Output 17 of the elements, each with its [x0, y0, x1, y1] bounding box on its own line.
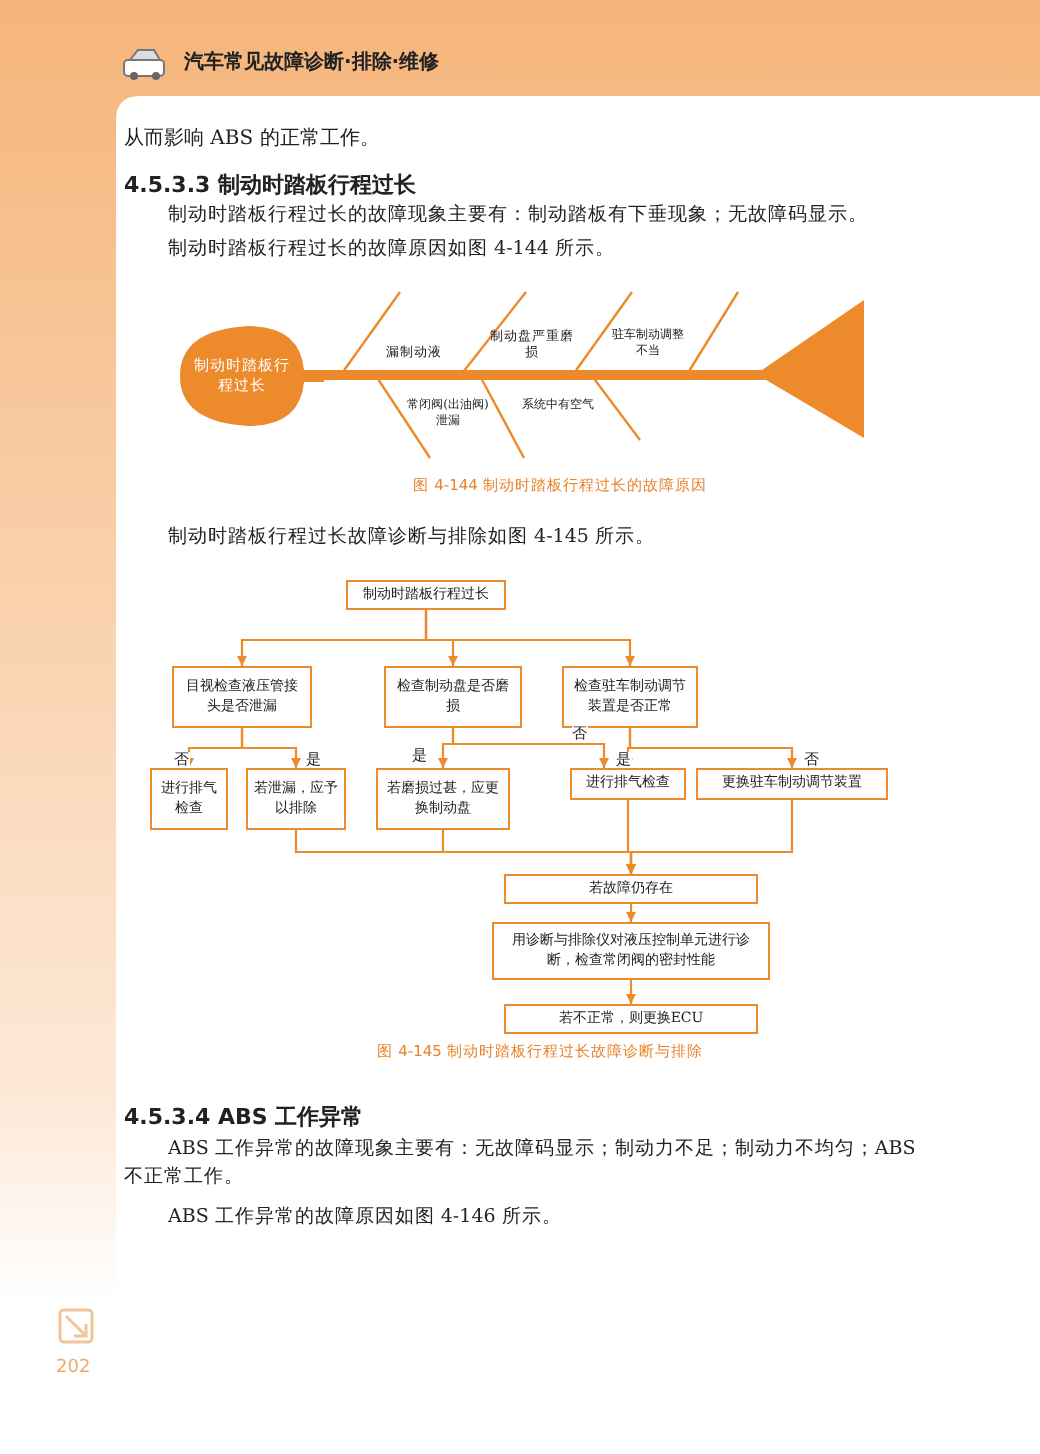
arrow — [424, 610, 635, 666]
section-heading: 4.5.3.4 ABS 工作异常 — [124, 1102, 366, 1134]
body-text: 从而影响 ABS 的正常工作。 — [124, 126, 382, 154]
arrow — [240, 728, 301, 768]
body-text: 制动时踏板行程过长的故障现象主要有：制动踏板有下垂现象；无故障码显示。 — [166, 202, 870, 230]
body-text: ABS 工作异常的故障现象主要有：无故障码显示；制动力不足；制动力不均匀；ABS 不正常工作。 — [124, 1136, 916, 1192]
arrow — [626, 800, 794, 874]
page-number: 202 — [56, 1356, 93, 1382]
body-text: 制动时踏板行程过长故障诊断与排除如图 4-145 所示。 — [166, 524, 657, 552]
arrow — [628, 728, 797, 768]
body-text: 制动时踏板行程过长的故障原因如图 4-144 所示。 — [166, 236, 617, 264]
arrow — [451, 728, 609, 768]
section-heading: 4.5.3.3 制动时踏板行程过长 — [124, 170, 418, 202]
body-text: ABS 工作异常的故障原因如图 4-146 所示。 — [166, 1204, 564, 1232]
running-header: 汽车常见故障诊断·排除·维修 — [184, 50, 442, 78]
arrow — [626, 904, 636, 922]
arrow — [626, 980, 636, 1004]
